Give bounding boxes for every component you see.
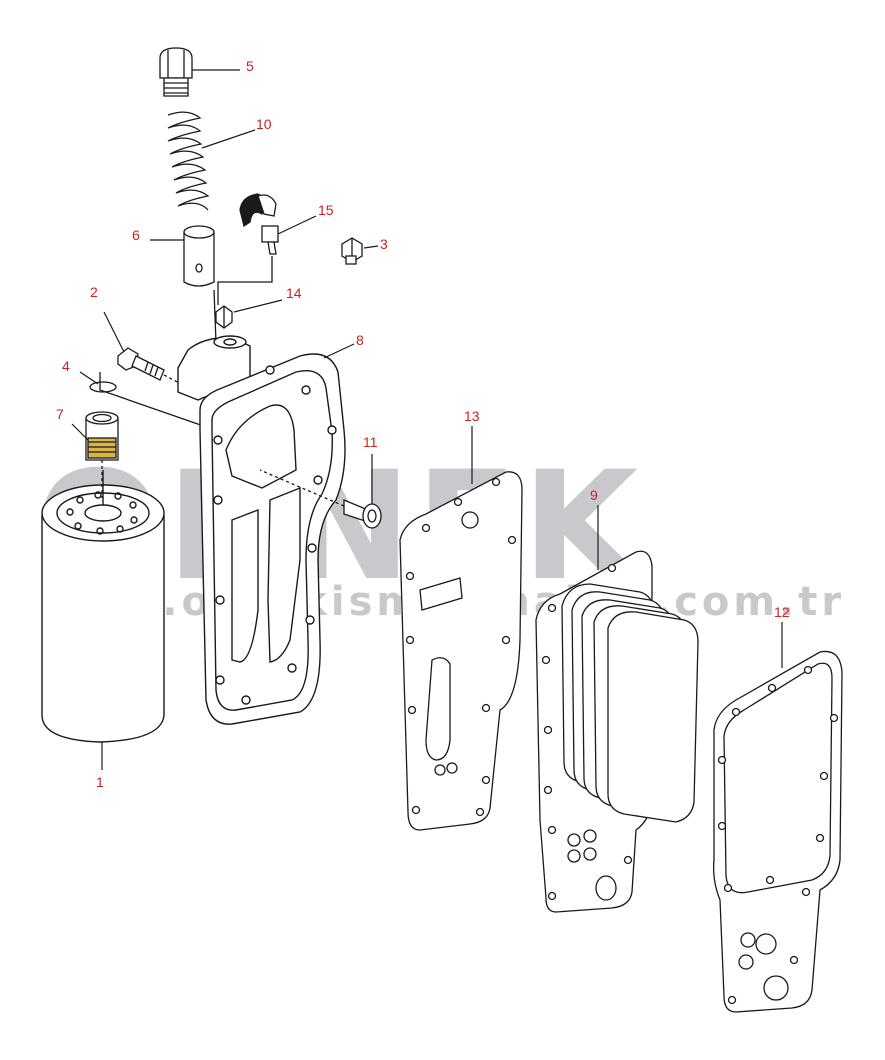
part-15-sensor <box>217 193 279 305</box>
callout-labels: 5 10 15 6 3 2 14 8 4 7 13 11 9 12 1 <box>56 58 790 790</box>
callout-7: 7 <box>56 406 64 422</box>
callout-4: 4 <box>62 358 70 374</box>
part-4-o-ring <box>89 372 216 431</box>
part-9-oil-cooler <box>535 550 699 913</box>
callout-15: 15 <box>318 202 334 218</box>
part-12-gasket <box>712 650 843 1013</box>
part-5-plug <box>159 47 193 97</box>
callout-6: 6 <box>132 227 140 243</box>
callout-5: 5 <box>246 58 254 74</box>
callout-3: 3 <box>380 236 388 252</box>
callout-14: 14 <box>286 285 302 301</box>
part-14-nut <box>215 305 233 329</box>
leader-lines <box>71 69 783 770</box>
part-10-spring <box>167 111 210 211</box>
callout-1: 1 <box>96 774 104 790</box>
callout-13: 13 <box>464 408 480 424</box>
callout-12: 12 <box>774 604 790 620</box>
part-1-oil-filter <box>41 470 165 743</box>
part-2-bolt <box>117 347 213 401</box>
callout-9: 9 <box>590 487 598 503</box>
callout-2: 2 <box>90 284 98 300</box>
part-8-filter-head <box>177 335 346 725</box>
callout-11: 11 <box>363 434 378 450</box>
callout-10: 10 <box>256 116 272 132</box>
part-3-small-plug <box>341 237 363 265</box>
callout-8: 8 <box>356 332 364 348</box>
part-7-threaded-nipple <box>85 411 119 498</box>
part-13-gasket <box>399 471 523 831</box>
